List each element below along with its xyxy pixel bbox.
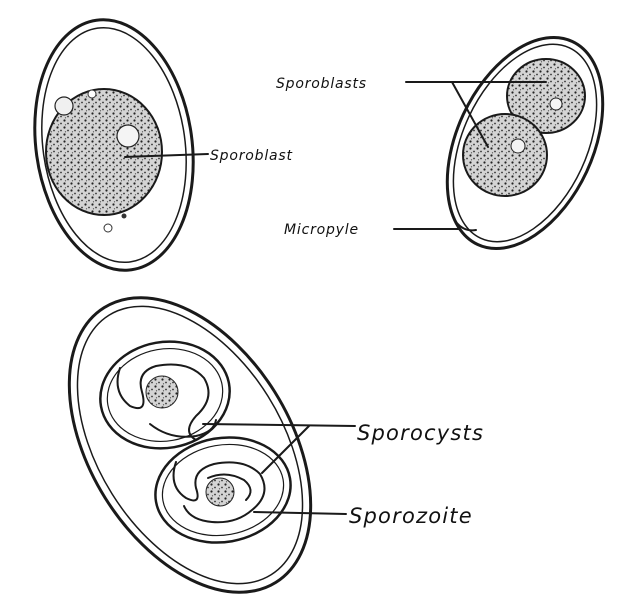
refractile-body [145, 375, 179, 409]
oocyst-outer-wall [445, 36, 605, 250]
nucleus [116, 124, 140, 148]
oocyst-sporulated [67, 296, 313, 594]
oocyst-outer-wall [33, 18, 195, 272]
label-sporoblast: Sporoblast [210, 148, 293, 164]
sporocyst-lower [154, 436, 292, 544]
oocyst-unsporulated [33, 18, 195, 272]
sporozoite-body [149, 419, 217, 438]
nucleus [510, 138, 526, 154]
leader-sporoblast [124, 153, 209, 158]
label-sporozoite: Sporozoite [349, 504, 473, 528]
sporoblast-cell [45, 88, 163, 216]
labels: Sporoblast Sporoblasts Micropyle Sporocy… [210, 76, 484, 528]
granule [121, 213, 127, 219]
granule [103, 223, 113, 233]
sporozoite-body [207, 473, 252, 501]
label-micropyle: Micropyle [284, 222, 359, 238]
oocyst-two-sporoblasts [445, 36, 605, 250]
polar-granule [54, 96, 74, 116]
sporoblast-upper [506, 58, 586, 134]
leader-lines [124, 81, 547, 515]
sporoblast-lower [462, 113, 548, 197]
sporozoite-body [172, 461, 266, 524]
label-sporocysts: Sporocysts [357, 421, 484, 445]
leader-sporozoite [253, 511, 347, 515]
granule [87, 89, 97, 99]
leader-sporocysts [202, 423, 356, 427]
label-sporoblasts: Sporoblasts [276, 76, 367, 92]
leader-sporocysts-branch [261, 425, 310, 474]
refractile-body [205, 477, 235, 507]
oocyst-inner-wall [452, 43, 598, 243]
sporozoite-body [116, 363, 210, 441]
sporocyst-upper [99, 340, 231, 450]
oocyst-inner-wall [41, 26, 187, 264]
oocyst-inner-wall [76, 305, 304, 585]
micropyle-opening [455, 221, 477, 232]
nucleus [549, 97, 563, 111]
leader-sporoblasts-branch [451, 81, 489, 148]
oocyst-outer-wall [67, 296, 313, 594]
